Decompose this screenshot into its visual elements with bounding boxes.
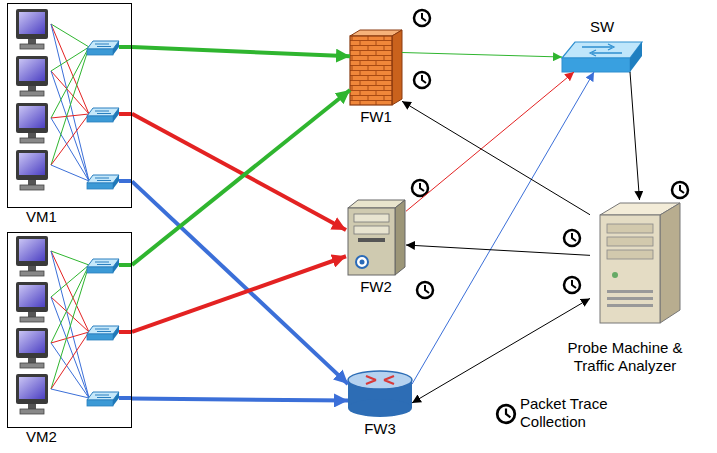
legend-text: Packet Trace Collection [520,395,608,430]
computer-icon [16,103,48,143]
legend-entry: Packet Trace Collection [520,395,640,431]
connector-arrow [132,399,348,401]
host-wire [51,265,89,297]
connector-arrow [132,181,348,384]
computer-icon [16,374,48,414]
node-label: FW3 [364,420,396,438]
host-wire [51,389,89,398]
firewall-node: FW2 [346,200,406,275]
node-label: VM2 [26,428,57,446]
computer-icon [16,236,48,276]
connector-arrow [132,256,346,332]
switch-icon [562,42,642,72]
firewall-node: FW3 [348,370,412,417]
label-text: FW1 [360,108,392,125]
firewall-icon [350,30,402,105]
connector-arrow [630,72,640,200]
host-wire [51,114,89,165]
connector-arrow [132,90,350,265]
switch-node: SW [562,42,642,72]
connector-arrow [406,245,590,255]
switch-icon [87,108,119,122]
uplink-stub [119,330,132,334]
label-text: FW2 [360,278,392,295]
host-wire [51,47,89,71]
host-wire [51,165,89,181]
connector-arrow [402,101,590,215]
computer-icon [16,150,48,190]
node-label: Probe Machine & Traffic Analyzer [550,339,700,375]
computer-icon [16,328,48,368]
vm-group: VM1 [7,3,132,208]
host-wire [51,24,89,47]
node-label: SW [590,18,614,36]
computer-icon [16,282,48,322]
host-wire [51,265,89,343]
host-wire [51,71,89,181]
host-wire [51,114,89,118]
probe-server-icon [600,203,680,323]
label-text: VM2 [26,428,57,445]
node-label: VM1 [26,208,57,226]
switch-icon [87,175,119,189]
trace-point-icons [412,10,688,423]
switch-icon [87,392,119,406]
vm-hosts [16,9,132,414]
label-text: SW [590,18,614,35]
connector-arrow [412,72,594,384]
host-wire [51,251,89,332]
server-icon [348,200,405,275]
connector-arrow [412,298,590,403]
firewall-node: FW1 [350,30,402,105]
computer-icon [16,56,48,96]
router-icon [348,371,412,417]
host-wire [51,118,89,181]
uplink-stub [119,45,132,49]
connector-arrow [402,53,562,58]
computer-icon [16,9,48,49]
host-wire [51,24,89,181]
switch-icon [87,41,119,55]
host-wire [51,47,89,165]
host-wire [51,297,89,398]
uplink-stub [119,263,132,267]
uplink-stub [119,112,132,116]
vm-group: VM2 [7,232,132,428]
host-wire [51,332,89,389]
node-label: FW1 [360,108,392,126]
node-label: FW2 [360,278,392,296]
label-text: FW3 [364,420,396,437]
host-wire [51,251,89,398]
uplink-stub [119,179,132,183]
label-text: Probe Machine & Traffic Analyzer [567,339,682,374]
connector-arrow [132,47,350,56]
probe-node: Probe Machine & Traffic Analyzer [590,200,680,323]
host-wire [51,265,89,389]
label-text: VM1 [26,208,57,225]
uplink-stub [119,396,132,400]
switch-icon [87,259,119,273]
switch-icon [87,326,119,340]
